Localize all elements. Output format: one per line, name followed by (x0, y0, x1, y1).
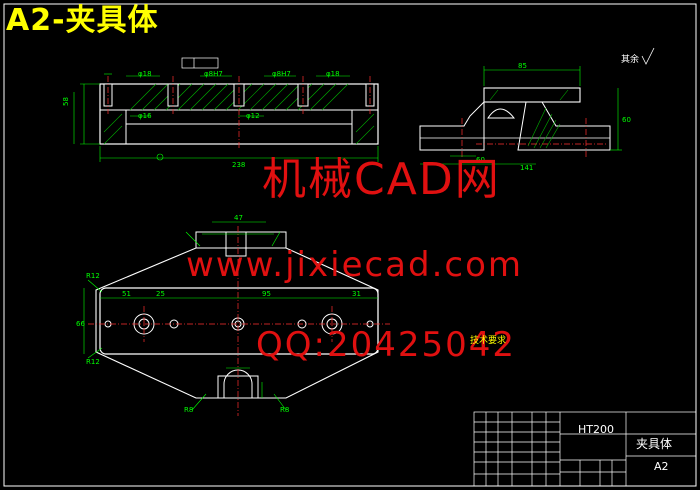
svg-text:95: 95 (262, 290, 271, 298)
svg-text:R8: R8 (280, 406, 289, 414)
svg-text:60: 60 (622, 116, 631, 124)
svg-text:φ8H7: φ8H7 (204, 70, 223, 78)
svg-text:φ12: φ12 (246, 112, 260, 120)
svg-text:66: 66 (76, 320, 85, 328)
watermark-url: www.jixiecad.com (186, 245, 524, 285)
watermark-site-name: 机械CAD网 (262, 154, 501, 205)
svg-text:141: 141 (520, 164, 533, 172)
svg-text:58: 58 (62, 97, 70, 106)
side-section-view: 85 60 141 60 (419, 62, 631, 172)
svg-text:φ8H7: φ8H7 (272, 70, 291, 78)
roughness-symbol-icon (641, 47, 655, 65)
svg-text:φ16: φ16 (138, 112, 152, 120)
svg-text:238: 238 (232, 161, 245, 169)
title-block (473, 411, 697, 487)
svg-text:31: 31 (352, 290, 361, 298)
svg-text:R12: R12 (86, 358, 100, 366)
svg-text:R12: R12 (86, 272, 100, 280)
svg-text:R8: R8 (184, 406, 193, 414)
roughness-note: 其余 (621, 55, 640, 65)
drawing-frame (3, 3, 697, 487)
drawing-title: A2-夹具体 (6, 3, 159, 38)
svg-text:47: 47 (234, 214, 243, 222)
svg-text:51: 51 (122, 290, 131, 298)
title-block-sheet-size: A2 (654, 460, 669, 473)
title-block-part-name: 夹具体 (636, 437, 673, 451)
technical-requirements-title: 技术要求 (470, 336, 507, 346)
svg-text:φ18: φ18 (326, 70, 340, 78)
svg-text:85: 85 (518, 62, 527, 70)
watermark-qq: QQ:20425042 (256, 325, 517, 365)
svg-text:60: 60 (476, 156, 485, 164)
svg-text:φ18: φ18 (138, 70, 152, 78)
front-section-view: 238 φ18 φ8H7 φ8H7 φ18 φ16 φ12 58 (62, 57, 379, 169)
svg-text:25: 25 (156, 290, 165, 298)
title-block-material: HT200 (578, 423, 614, 436)
